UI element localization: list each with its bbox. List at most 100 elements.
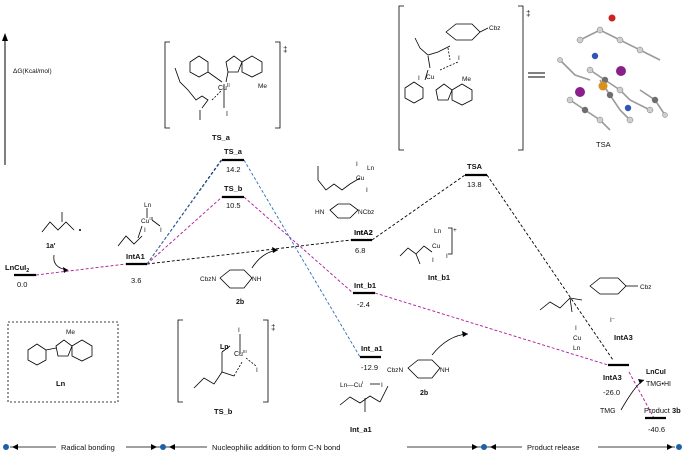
svg-text:Cu: Cu <box>432 243 441 250</box>
level-inta1: IntA1 3.6 <box>126 252 147 285</box>
svg-text:TS_a: TS_a <box>224 147 243 156</box>
svg-text:I: I <box>144 227 146 234</box>
level-inta2: IntA2 6.8 <box>351 228 373 255</box>
svg-text:-2.4: -2.4 <box>357 300 370 309</box>
svg-text:1a': 1a' <box>46 243 56 250</box>
svg-text:TS_a: TS_a <box>212 133 231 142</box>
svg-text:Int_b1: Int_b1 <box>354 281 376 290</box>
energy-axis: ΔG(Kcal/mol) <box>2 33 52 165</box>
svg-text:Ln—CuI: Ln—CuI <box>340 380 363 389</box>
svg-text:‡: ‡ <box>283 45 287 54</box>
ts-a-structure <box>164 41 281 129</box>
svg-text:CbzN: CbzN <box>387 367 404 374</box>
int-a1-structure: Ln—CuI I Int_a1 <box>339 380 389 434</box>
svg-text:IntA1: IntA1 <box>126 252 145 261</box>
svg-text:TMG: TMG <box>600 408 616 415</box>
path-black <box>146 158 614 361</box>
svg-text:LnCuI: LnCuI <box>646 369 666 376</box>
phase-bar: Radical bonding Nucleophilic addition to… <box>3 441 682 453</box>
level-inta3: IntA3 -26.0 <box>603 363 629 397</box>
svg-text:CbzN: CbzN <box>200 276 217 283</box>
svg-text:10.5: 10.5 <box>226 201 241 210</box>
ln-ligand-box: Me Ln <box>7 321 119 403</box>
svg-text:Product 3b: Product 3b <box>644 406 681 415</box>
svg-text:I: I <box>458 55 460 62</box>
svg-text:IntA3: IntA3 <box>614 333 633 342</box>
path-magenta <box>35 196 655 419</box>
svg-text:CuII: CuII <box>218 83 230 92</box>
svg-text:Ln: Ln <box>144 202 152 209</box>
svg-text:I: I <box>432 257 434 264</box>
svg-text:Cbz: Cbz <box>640 284 652 291</box>
svg-text:3.6: 3.6 <box>131 276 141 285</box>
svg-text:I: I <box>446 253 448 260</box>
phase-label-radical: Radical bonding <box>61 443 115 452</box>
svg-text:HN: HN <box>315 209 325 216</box>
svg-text:-40.6: -40.6 <box>648 425 665 434</box>
level-product-3b: Product 3b -40.6 <box>644 406 681 434</box>
tsa-structure <box>398 5 524 151</box>
svg-text:I: I <box>356 161 358 168</box>
svg-text:Cu: Cu <box>573 335 582 342</box>
svg-text:TS_b: TS_b <box>214 407 233 416</box>
svg-text:Ln: Ln <box>220 344 229 351</box>
svg-text:CuIII: CuIII <box>234 349 247 358</box>
level-ts-b: TS_b 10.5 <box>222 184 244 210</box>
svg-text:Ln: Ln <box>573 345 581 352</box>
svg-text:NH: NH <box>440 367 450 374</box>
svg-text:I: I <box>226 111 228 118</box>
path-blue <box>146 159 361 358</box>
svg-text:Cu: Cu <box>426 74 435 81</box>
svg-text:Int_b1: Int_b1 <box>428 273 450 282</box>
axis-label: ΔG(Kcal/mol) <box>13 68 52 75</box>
svg-text:‡: ‡ <box>271 323 275 332</box>
tsa-text: ‡ Cbz I I Cu Me <box>418 9 545 83</box>
svg-text:TMG•HI: TMG•HI <box>646 381 671 388</box>
svg-text:Cbz: Cbz <box>489 25 501 32</box>
phase-label-release: Product release <box>527 443 580 452</box>
svg-text:14.2: 14.2 <box>226 165 241 174</box>
svg-text:I: I <box>366 187 368 194</box>
svg-text:I: I <box>575 325 577 332</box>
svg-text:TSA: TSA <box>467 162 483 171</box>
svg-text:CuIII: CuIII <box>141 216 153 225</box>
ts-b-structure: ‡ Ln CuIII I I TS_b <box>177 319 275 416</box>
inta2-structure: Cu Ln I I HN NCbz IntA2 <box>315 161 375 237</box>
svg-text:I: I <box>256 367 258 374</box>
svg-text:TSA: TSA <box>596 140 611 149</box>
svg-text:Me: Me <box>258 83 267 90</box>
cuiii-structure: CuIII Ln I I <box>117 202 162 247</box>
product-release-reagents: LnCuI TMG•HI TMG <box>600 369 671 415</box>
svg-text:0.0: 0.0 <box>17 280 27 289</box>
svg-text:I: I <box>381 382 383 389</box>
svg-text:2b: 2b <box>236 299 244 306</box>
svg-text:Int_a1: Int_a1 <box>361 344 383 353</box>
svg-text:-12.9: -12.9 <box>361 363 378 372</box>
level-ts-a: TS_a 14.2 <box>222 147 244 174</box>
svg-text:Ln: Ln <box>434 228 442 235</box>
svg-text:TS_b: TS_b <box>224 184 243 193</box>
reagent-2b-second: CbzN NH 2b <box>387 331 469 397</box>
svg-text:2b: 2b <box>420 390 428 397</box>
svg-text:+: + <box>453 227 457 234</box>
svg-text:Ln: Ln <box>56 379 66 388</box>
level-int-b1: Int_b1 -2.4 <box>353 281 376 309</box>
reagent-1a: 1a' <box>41 212 81 273</box>
svg-text:Cu: Cu <box>356 175 365 182</box>
svg-text:IntA2: IntA2 <box>354 228 373 237</box>
svg-text:13.8: 13.8 <box>467 180 482 189</box>
svg-text:I: I <box>160 227 162 234</box>
svg-text:Me: Me <box>462 76 471 83</box>
level-int-a1: Int_a1 -12.9 <box>360 344 383 372</box>
svg-text:NH: NH <box>252 276 262 283</box>
phase-label-nucleophilic: Nucleophilic addition to form C-N bond <box>212 443 340 452</box>
svg-text:Int_a1: Int_a1 <box>350 425 372 434</box>
svg-text:LnCuI2: LnCuI2 <box>5 263 29 274</box>
ts-a-text: ‡ CuII I Me TS_a <box>212 45 287 142</box>
svg-text:I: I <box>418 75 420 82</box>
level-tsa: TSA 13.8 <box>465 162 487 189</box>
svg-text:Me: Me <box>66 329 75 336</box>
svg-text:I⁻: I⁻ <box>610 317 616 324</box>
level-lncui2: LnCuI2 0.0 <box>5 263 36 289</box>
